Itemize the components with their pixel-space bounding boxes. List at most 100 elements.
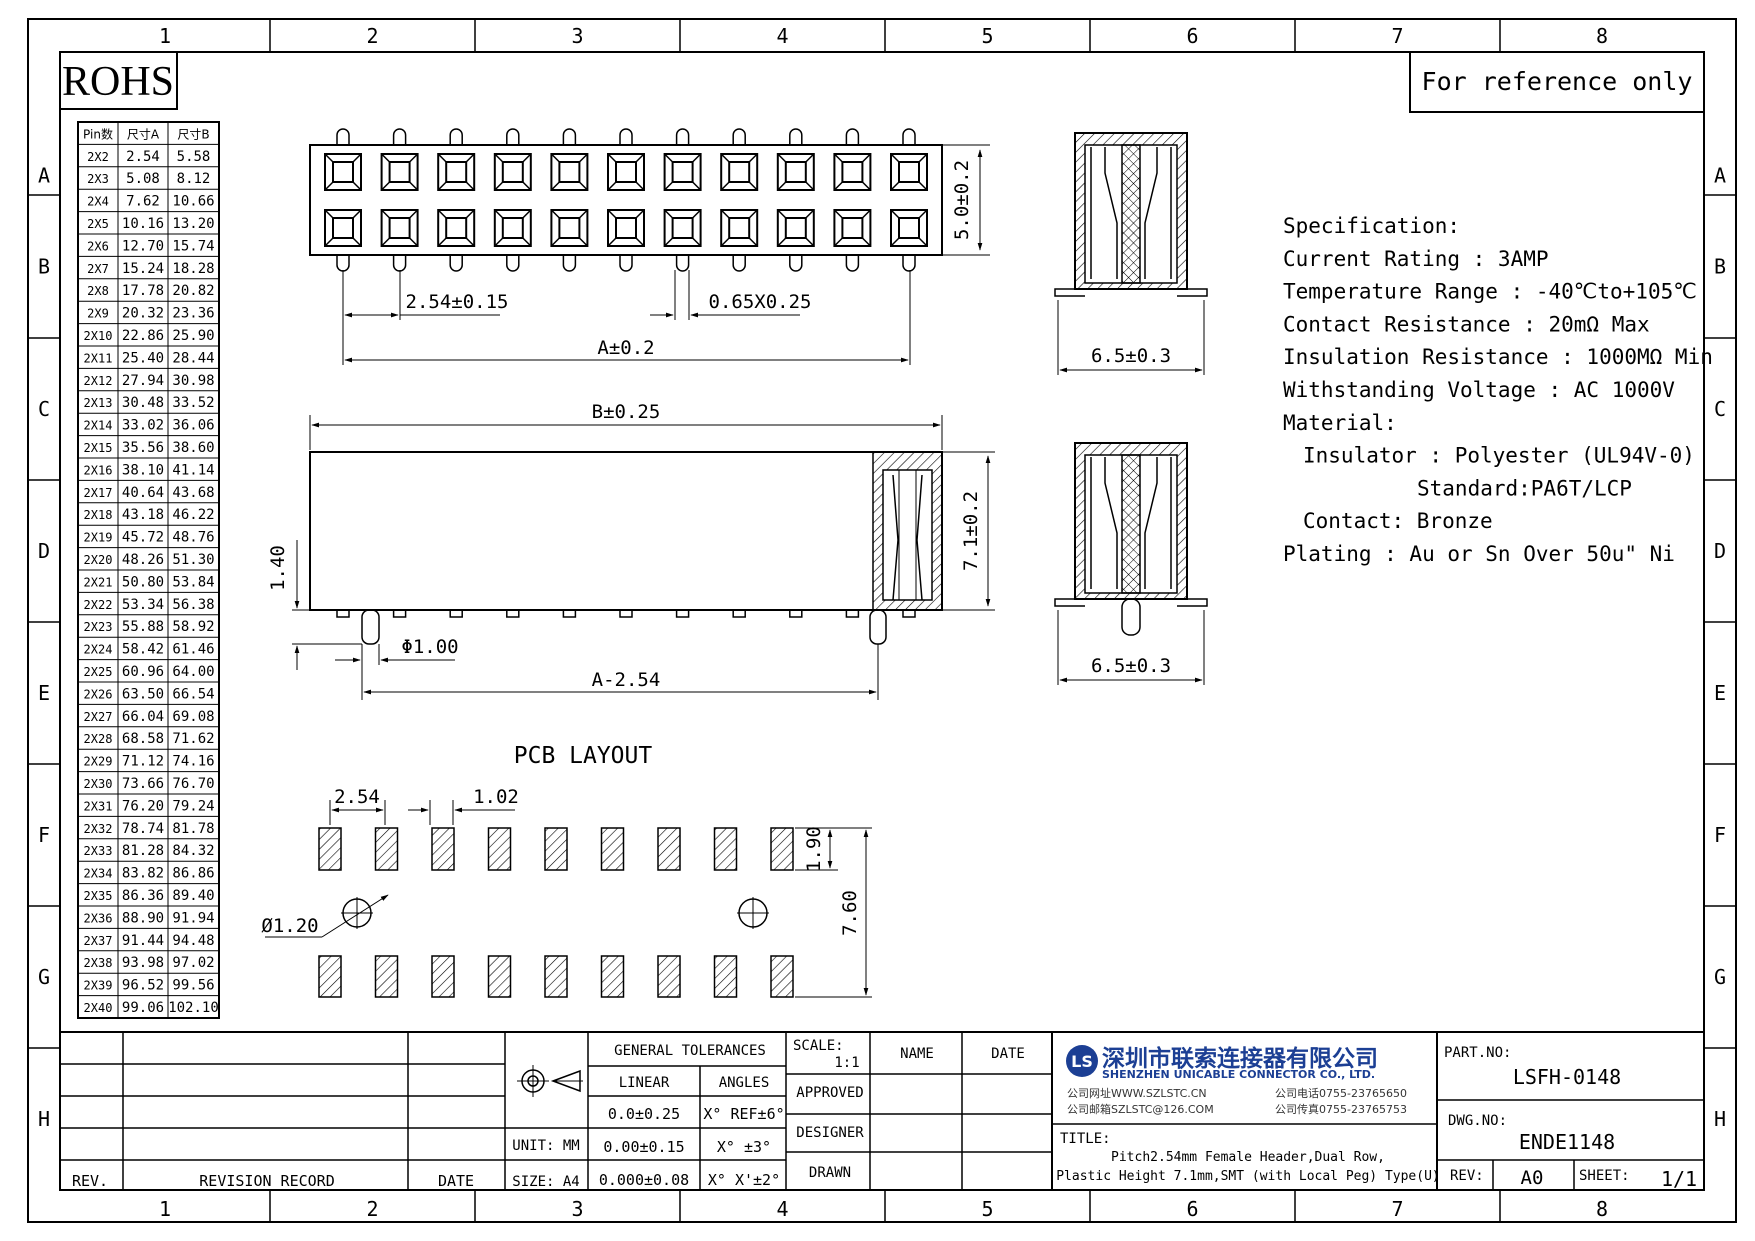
pin-table-cell: 56.38: [172, 597, 214, 613]
tol-angles-2: X° ±3°: [717, 1138, 771, 1156]
projection-symbol-icon: [517, 1065, 583, 1097]
pin-table-cell: 2X28: [84, 732, 113, 746]
spec-line: Temperature Range : -40℃to+105℃: [1283, 280, 1697, 304]
pin-table-cell: 25.90: [172, 328, 214, 344]
pin-table-cell: 17.78: [122, 283, 164, 299]
zone-row-label: D: [38, 539, 50, 563]
pin-table-cell: 61.46: [172, 642, 214, 658]
top-height-dim: 5.0±0.2: [951, 160, 973, 240]
pin-table-cell: 2X18: [84, 508, 113, 522]
title-block-grid: [60, 1031, 1704, 1190]
side-a254-dim: A-2.54: [592, 669, 661, 691]
pin-table-cell: 7.62: [126, 194, 160, 210]
spec-line: Standard:PA6T/LCP: [1417, 476, 1632, 500]
pin-table-cell: 2.54: [126, 149, 160, 165]
pcb-pitch-dim: 2.54: [334, 786, 380, 808]
pcb-hole-right: [737, 897, 769, 929]
angles-label: ANGLES: [719, 1075, 770, 1091]
sheet-label: SHEET:: [1579, 1168, 1630, 1184]
pin-table-cell: 2X14: [84, 419, 113, 433]
pin-table-cell: 51.30: [172, 552, 214, 568]
pin-table-cell: 22.86: [122, 328, 164, 344]
pin-table-cell: 8.12: [177, 171, 211, 187]
pin-table-cell: 2X31: [84, 799, 113, 813]
zone-row-label: B: [38, 255, 50, 279]
zone-column-label: 3: [571, 1197, 583, 1221]
pin-table-cell: 89.40: [172, 888, 214, 904]
end-top-width-dim: 6.5±0.3: [1091, 345, 1171, 367]
pin-table-cell: 38.10: [122, 462, 164, 478]
title-block: REV. REVISION RECORD DATE UNIT: MM SIZE:…: [60, 1031, 1704, 1191]
pin-table-cell: 84.32: [172, 843, 214, 859]
size-label: SIZE: A4: [512, 1174, 579, 1190]
pin-table-cell: 5.58: [177, 149, 211, 165]
pin-table-cell: 91.44: [122, 933, 164, 949]
zone-column-label: 1: [159, 1197, 171, 1221]
end-bottom-width-dim: 6.5±0.3: [1091, 655, 1171, 677]
pcb-span-dim: 7.60: [839, 890, 861, 936]
pin-table-cell: 2X24: [84, 643, 113, 657]
drawn-label: DRAWN: [809, 1165, 851, 1181]
tol-linear-3: 0.000±0.08: [599, 1171, 689, 1189]
spec-line: Specification:: [1283, 214, 1460, 238]
pin-table-cell: 2X39: [84, 979, 113, 993]
tol-linear-2: 0.00±0.15: [603, 1138, 684, 1156]
pin-table-cell: 2X38: [84, 956, 113, 970]
pin-table-cell: 66.54: [172, 686, 214, 702]
approved-label: APPROVED: [796, 1085, 863, 1101]
top-view: 5.0±0.2 2.54±0.15 0.65X0.25 A±0.2: [309, 128, 990, 365]
pin-table-cell: 2X15: [84, 441, 113, 455]
pin-table-cell: 2X36: [84, 911, 113, 925]
pin-table-cell: 38.60: [172, 440, 214, 456]
pin-table-cell: 2X17: [84, 486, 113, 500]
pin-table-cell: 45.72: [122, 530, 164, 546]
company-name-cn: 深圳市联索连接器有限公司: [1102, 1045, 1378, 1072]
pin-table-cell: 2X21: [84, 575, 113, 589]
spec-line: Plating : Au or Sn Over 50u" Ni: [1283, 542, 1675, 566]
pin-table-cell: 86.36: [122, 888, 164, 904]
pcb-hole-dim: Ø1.20: [261, 915, 318, 937]
pin-table-cell: 2X29: [84, 755, 113, 769]
pin-table-cell: 15.24: [122, 261, 164, 277]
title-label: TITLE:: [1060, 1131, 1111, 1147]
pin-table-header: 尺寸B: [177, 127, 209, 141]
zone-row-label: F: [1714, 823, 1726, 847]
company-logo-icon: LS: [1066, 1045, 1098, 1077]
pin-table-cell: 2X8: [87, 284, 109, 298]
zone-column-label: 8: [1596, 1197, 1608, 1221]
pin-table-cell: 73.66: [122, 776, 164, 792]
spec-line: Contact: Bronze: [1303, 509, 1493, 533]
pin-table-cell: 2X7: [87, 262, 109, 276]
inner-border: [59, 51, 1705, 1191]
zone-row-label: H: [1714, 1107, 1726, 1131]
top-pitch-dim: 2.54±0.15: [406, 291, 509, 313]
pin-table-cell: 96.52: [122, 978, 164, 994]
pin-table-cell: 93.98: [122, 955, 164, 971]
pin-table-cell: 63.50: [122, 686, 164, 702]
zone-column-label: 2: [366, 24, 378, 48]
pin-table-cell: 2X40: [84, 1001, 113, 1015]
dwg-no-value: ENDE1148: [1519, 1130, 1615, 1154]
pin-table-cell: 2X19: [84, 531, 113, 545]
zone-column-label: 6: [1186, 1197, 1198, 1221]
pin-table-cell: 2X35: [84, 889, 113, 903]
pin-table-cell: 69.08: [172, 709, 214, 725]
sheet-value: 1/1: [1661, 1167, 1697, 1191]
zone-column-label: 5: [981, 24, 993, 48]
company-email: 公司邮箱SZLSTC@126.COM: [1067, 1102, 1214, 1116]
zone-row-label: B: [1714, 255, 1726, 279]
pin-table-cell: 2X9: [87, 307, 109, 321]
spec-line: Current Rating : 3AMP: [1283, 247, 1549, 271]
title-line-2: Plastic Height 7.1mm,SMT (with Local Peg…: [1056, 1169, 1440, 1184]
pin-table-cell: 2X25: [84, 665, 113, 679]
side-standoff-dim: 1.40: [267, 545, 289, 591]
pin-table-cell: 48.26: [122, 552, 164, 568]
pin-table-cell: 30.48: [122, 395, 164, 411]
pin-table-cell: 60.96: [122, 664, 164, 680]
pin-table-cell: 71.62: [172, 731, 214, 747]
spec-line: Withstanding Voltage : AC 1000V: [1283, 378, 1675, 402]
pcb-pad-height-dim: 1.90: [803, 826, 825, 872]
pin-table-cell: 81.28: [122, 843, 164, 859]
pin-table-cell: 74.16: [172, 754, 214, 770]
spec-line: Insulation Resistance : 1000MΩ Min: [1283, 345, 1713, 369]
